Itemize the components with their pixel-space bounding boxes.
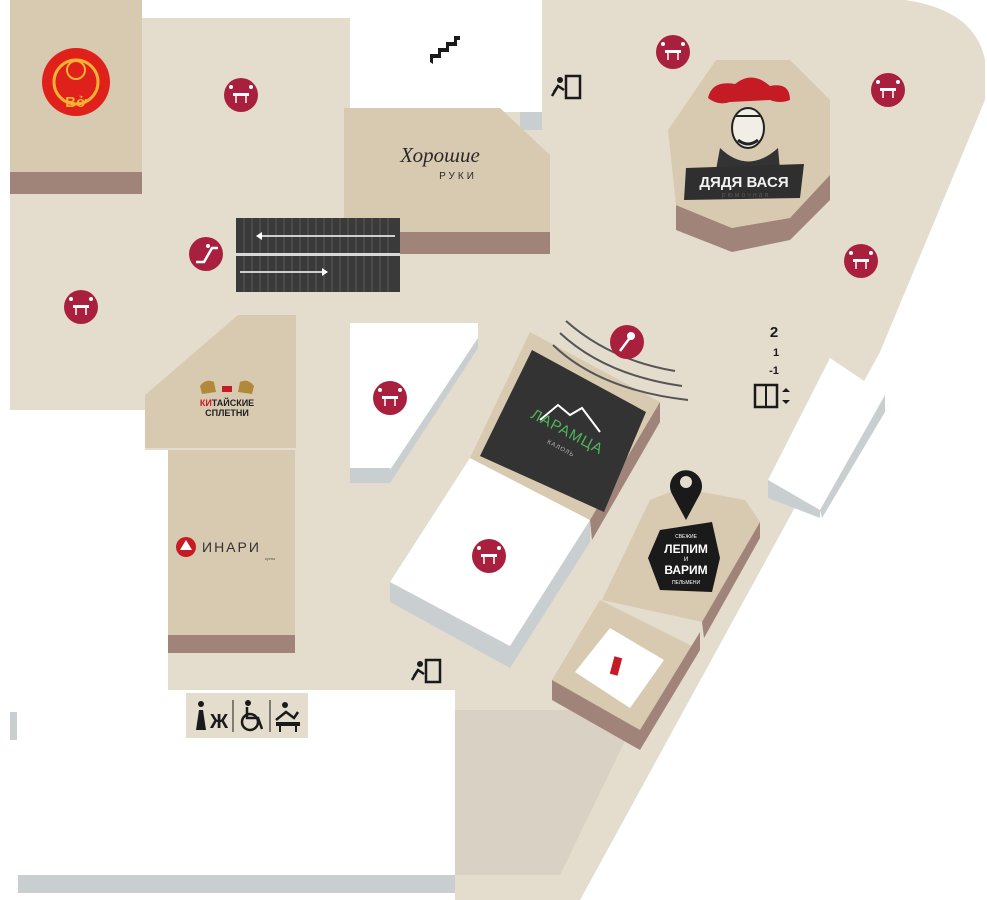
svg-text:И: И [684,557,688,563]
floor-2: 2 [770,324,778,341]
shop-bo[interactable]: Bở [10,0,142,194]
elevator-icon [753,383,790,409]
inari-subtitle: кухня [265,556,275,561]
elevator-floor-indicator: 2 1 -1 [769,324,779,377]
top-stairs-block [350,0,542,130]
dining-table-icon [373,381,407,415]
dyadya-vasya-portrait [708,77,790,170]
inari-name: ИНАРИ [202,539,261,555]
wheelchair-icon [240,700,264,732]
women-restroom-letter: Ж [209,711,229,733]
dining-table-icon [656,35,690,69]
dyadya-vasya-subtitle: рюмочная [722,192,771,199]
dyadya-vasya-name: ДЯДЯ ВАСЯ [699,174,788,191]
emergency-exit-icon [410,658,442,684]
dining-table-icon [871,73,905,107]
stairs-icon [430,36,460,64]
svg-text:ПЕЛЬМЕНИ: ПЕЛЬМЕНИ [672,580,700,586]
dining-table-icon [224,78,258,112]
khoroshie-ruki-subtitle: РУКИ [439,171,477,182]
emergency-exit-icon [550,74,582,100]
kitaiskie-spletni-line2: СПЛЕТНИ [205,408,249,418]
escalator-icon [189,237,223,271]
location-pin-icon [670,470,702,520]
shop-inari[interactable]: ИНАРИ кухня [168,450,295,653]
kitaiskie-spletni-line1: КИТАЙСКИЕ [200,397,254,408]
bo-logo-text: Bở [65,94,87,111]
floor-1: 1 [773,347,779,359]
shop-khoroshie-ruki[interactable]: Хорошие РУКИ [344,108,550,254]
shop-small-bottom[interactable] [552,600,700,750]
shop-kitaiskie-spletni[interactable]: КИТАЙСКИЕ СПЛЕТНИ [145,315,296,448]
svg-text:СВЕЖИЕ: СВЕЖИЕ [675,534,697,540]
shop-laramtsa-block[interactable]: ЛАРАМЦА КАЛОЛЬ [390,332,660,668]
top-left-white-gap [110,0,350,18]
white-block-right [768,358,885,518]
dining-table-icon [64,290,98,324]
shop-dyadya-vasya[interactable]: ДЯДЯ ВАСЯ рюмочная [668,60,830,252]
escalator [236,218,400,292]
baby-changing-icon [275,702,300,732]
lepim-text: ЛЕПИМ [664,542,708,556]
laramtsa-sign [480,350,646,512]
dining-table-icon [844,244,878,278]
khoroshie-ruki-title: Хорошие [399,143,480,167]
white-block-mid-left [350,323,478,483]
kitaiskie-spletni-logo [200,380,254,394]
microphone-icon [610,325,644,359]
left-white-block [10,410,455,893]
bo-logo [42,48,110,116]
restroom-icon [196,701,206,730]
dining-table-icon [472,539,506,573]
lower-corridor-wall [455,710,640,875]
lepim-i-varim-logo: СВЕЖИЕ ЛЕПИМ И ВАРИМ ПЕЛЬМЕНИ [648,522,720,592]
varim-text: ВАРИМ [664,563,707,577]
restroom-sign: Ж [186,693,308,738]
floor-minus-1: -1 [769,365,779,377]
